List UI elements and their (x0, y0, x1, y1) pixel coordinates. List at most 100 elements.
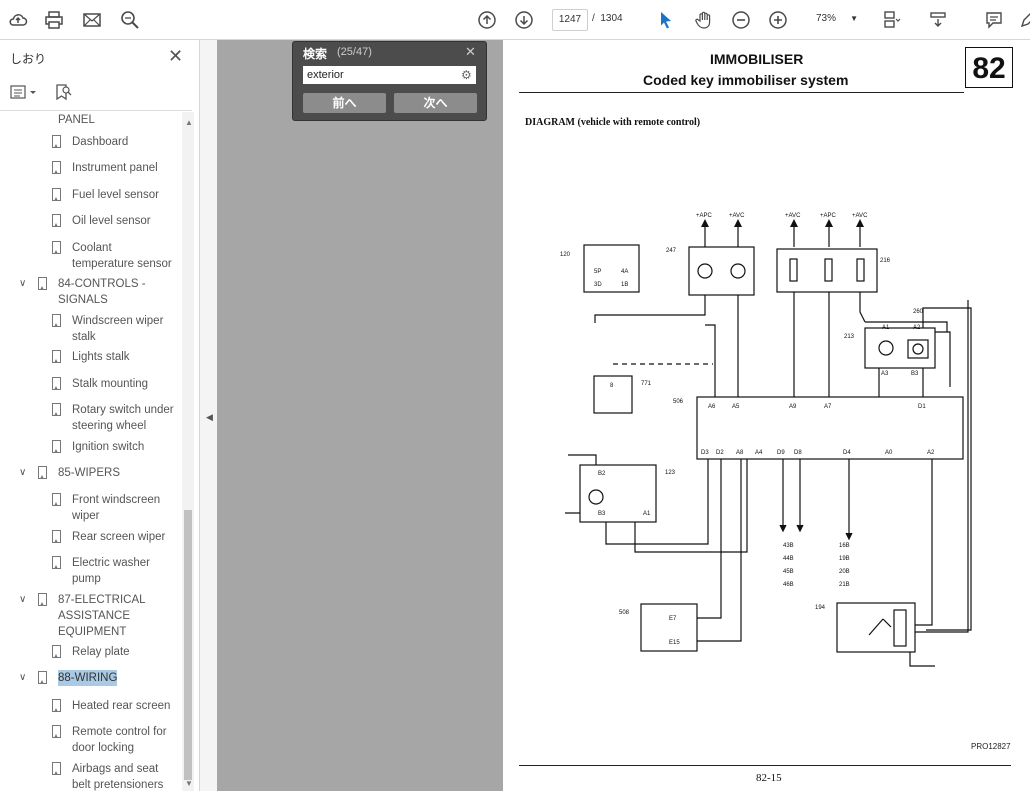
scroll-up-icon[interactable]: ▲ (185, 118, 193, 127)
page-count: / 1304 (592, 13, 623, 24)
find-bookmark-icon[interactable] (54, 83, 72, 101)
scrollbar[interactable]: ▲ ▼ (182, 112, 194, 791)
bookmark-icon (52, 440, 61, 453)
bookmark-icon (52, 377, 61, 390)
bookmark-label: Rotary switch under steering wheel (72, 404, 174, 432)
bookmark-label: Instrument panel (72, 162, 158, 174)
component-label: 260 (913, 309, 924, 315)
chevron-down-icon[interactable]: ∨ (19, 672, 27, 683)
bookmark-label: Lights stalk (72, 351, 130, 363)
chevron-down-icon[interactable]: ∨ (19, 467, 27, 478)
bookmark-icon (52, 314, 61, 327)
terminal-label: A6 (708, 404, 716, 410)
bookmark-icon (52, 403, 61, 416)
scroll-mode-icon[interactable] (926, 8, 950, 32)
close-icon[interactable]: ✕ (168, 46, 184, 66)
terminal-label: A3 (881, 371, 889, 377)
terminal-label: A8 (736, 450, 744, 456)
bookmark-icon (52, 556, 61, 569)
comment-icon[interactable] (982, 8, 1006, 32)
next-page-icon[interactable] (512, 8, 536, 32)
terminal-label: 3D (594, 282, 602, 288)
chevron-down-icon[interactable]: ∨ (19, 594, 27, 605)
bookmark-label: Rear screen wiper (72, 531, 166, 543)
page-layout-icon[interactable] (880, 8, 904, 32)
pen-icon[interactable] (1016, 8, 1030, 32)
bookmark-icon (52, 241, 61, 254)
terminal-label: D8 (794, 450, 802, 456)
scroll-down-icon[interactable]: ▼ (185, 779, 193, 788)
previous-page-icon[interactable] (475, 8, 499, 32)
find-previous-button[interactable]: 前へ (303, 93, 386, 113)
terminal-label: A4 (755, 450, 763, 456)
hand-tool-icon[interactable] (692, 8, 716, 32)
bookmark-label: Fuel level sensor (72, 189, 159, 201)
component-label: 216 (880, 258, 891, 264)
terminal-label: B3 (598, 511, 606, 517)
bookmark-label: Oil level sensor (72, 215, 151, 227)
bookmarks-panel-header: しおり ✕ (0, 40, 200, 74)
options-menu-icon[interactable] (10, 84, 38, 100)
find-result-count: (25/47) (337, 46, 372, 58)
wire-code: 43B (783, 543, 794, 549)
component-label: 120 (560, 252, 571, 258)
supply-label: +APC (820, 213, 837, 219)
chevron-down-icon: ▼ (850, 14, 858, 23)
gear-icon[interactable]: ⚙ (461, 68, 472, 82)
terminal-label: D2 (716, 450, 724, 456)
bookmark-label: Remote control for door locking (72, 726, 167, 754)
page-header-subtitle: Coded key immobiliser system (643, 72, 849, 88)
bookmark-icon (38, 593, 47, 606)
page-header-title: IMMOBILISER (710, 51, 804, 67)
bookmark-icon (52, 350, 61, 363)
print-icon[interactable] (42, 8, 66, 32)
terminal-label: B3 (911, 371, 919, 377)
pdf-page (503, 40, 1030, 791)
upload-cloud-icon[interactable] (6, 8, 30, 32)
zoom-select[interactable]: 73% ▼ (806, 9, 862, 29)
component-label: 506 (673, 399, 684, 405)
mail-icon[interactable] (80, 8, 104, 32)
scrollbar-thumb[interactable] (184, 510, 192, 780)
bookmarks-panel-title: しおり (10, 52, 47, 66)
bookmarks-toolbar (0, 74, 192, 111)
bookmark-icon (38, 671, 47, 684)
figure-reference: PRO12827 (971, 742, 1011, 751)
terminal-label: D3 (701, 450, 709, 456)
page-footer-number: 82-15 (756, 772, 782, 784)
terminal-label: E7 (669, 616, 677, 622)
bookmark-label: Ignition switch (72, 441, 145, 453)
section-number: 82 (965, 47, 1013, 88)
zoom-out-icon[interactable] (729, 8, 753, 32)
supply-label: +APC (696, 213, 713, 219)
supply-label: +AVC (729, 213, 745, 219)
find-next-button[interactable]: 次へ (394, 93, 477, 113)
bookmark-label: Electric washer pump (72, 557, 150, 585)
search-zoom-icon[interactable] (118, 8, 142, 32)
bookmark-icon (52, 493, 61, 506)
terminal-label: A2 (927, 450, 935, 456)
component-label: 194 (815, 605, 826, 611)
terminal-label: A7 (824, 404, 832, 410)
zoom-in-icon[interactable] (766, 8, 790, 32)
wiring-diagram: +APC +AVC +AVC +APC +AVC 120 247 216 260… (560, 213, 972, 667)
bookmark-label: 87-ELECTRICAL ASSISTANCE EQUIPMENT (58, 594, 146, 638)
chevron-down-icon[interactable]: ∨ (19, 278, 27, 289)
select-cursor-icon[interactable] (654, 8, 678, 32)
terminal-label: 5P (594, 269, 601, 275)
terminal-label: B2 (598, 471, 606, 477)
diagram-caption: DIAGRAM (vehicle with remote control) (525, 117, 701, 128)
terminal-label: E15 (669, 640, 680, 646)
close-icon[interactable]: ✕ (465, 44, 476, 59)
wire-code: 19B (839, 556, 850, 562)
collapse-arrow-icon[interactable]: ◀ (206, 412, 213, 422)
panel-splitter[interactable]: ◀ (200, 40, 217, 791)
terminal-label: A1 (882, 325, 890, 331)
document-canvas (217, 40, 503, 791)
find-input[interactable] (303, 66, 476, 84)
page-number-input[interactable]: 1247 (552, 9, 588, 31)
terminal-label: A1 (643, 511, 651, 517)
bookmark-icon (52, 188, 61, 201)
